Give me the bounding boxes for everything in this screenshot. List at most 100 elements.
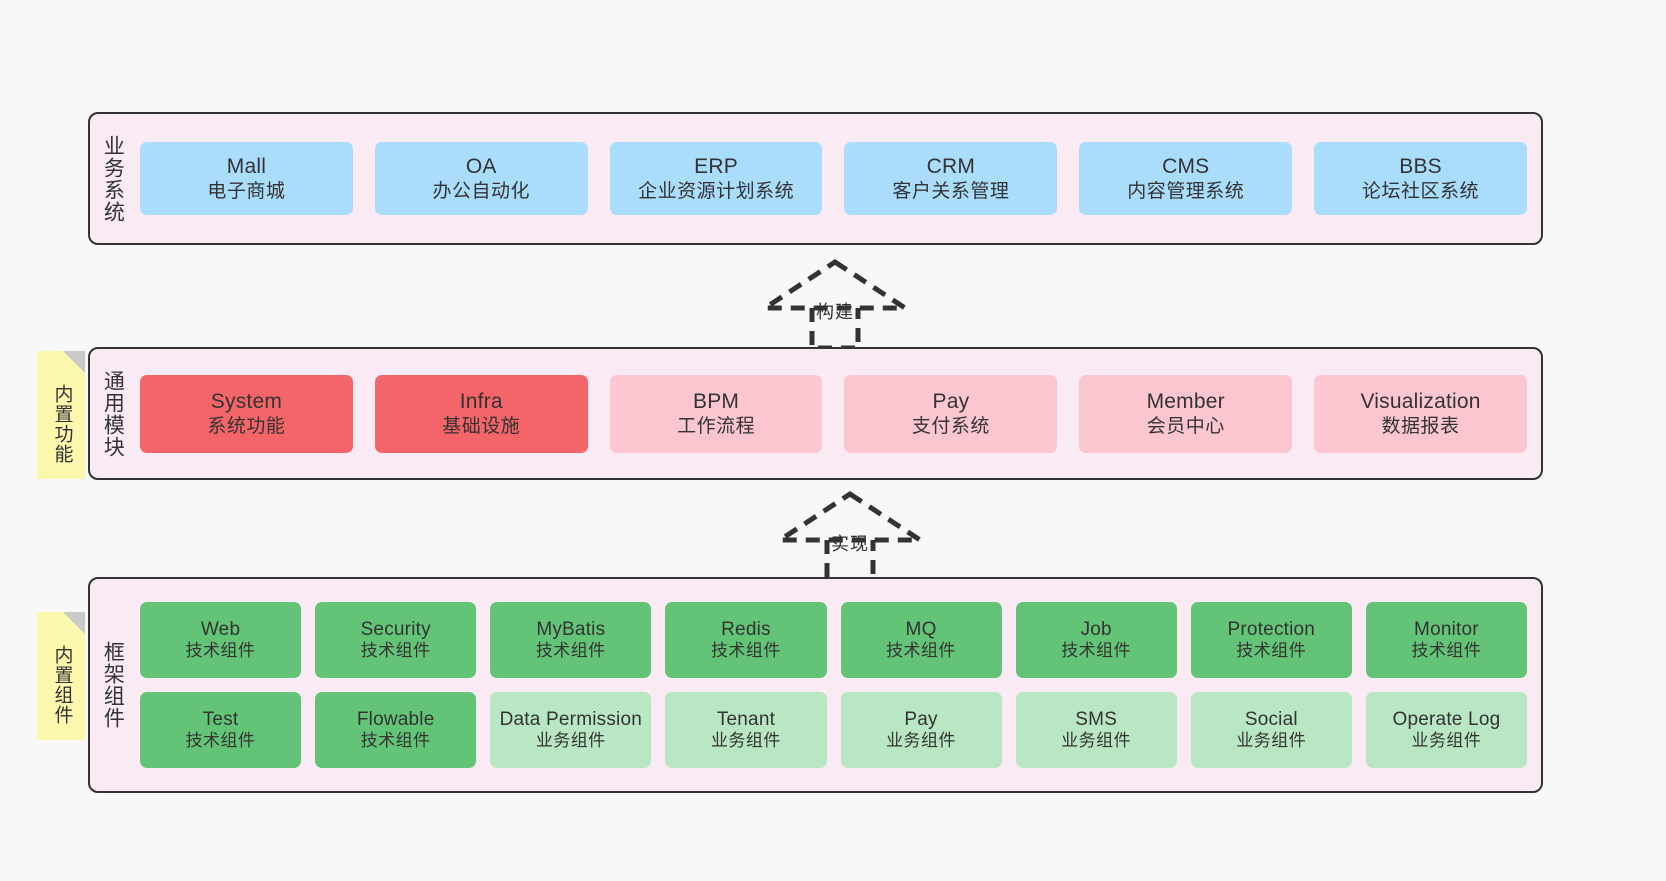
node-visualization[interactable]: Visualization 数据报表	[1314, 374, 1527, 453]
connector-build: 构建	[755, 258, 915, 352]
generalization-arrow-icon	[756, 259, 914, 351]
node-pay-module-cn: 支付系统	[911, 415, 990, 437]
node-crm[interactable]: CRM 客户关系管理	[844, 142, 1058, 215]
node-infra[interactable]: Infra 基础设施	[374, 374, 588, 453]
connector-realize: 实现	[770, 490, 930, 584]
node-web[interactable]: Web 技术组件	[140, 602, 302, 678]
layer-framework-body: Web 技术组件 Security 技术组件 MyBatis 技术组件 Redi…	[134, 579, 1541, 791]
node-system-en: System	[210, 390, 283, 414]
node-crm-cn: 客户关系管理	[892, 180, 1010, 202]
node-mq-en: MQ	[905, 619, 937, 641]
node-social-cn: 业务组件	[1236, 731, 1307, 751]
node-pay-module[interactable]: Pay 支付系统	[844, 374, 1058, 453]
note-builtin-components: 内置组件	[37, 612, 85, 740]
node-oa-en: OA	[465, 155, 497, 179]
node-data-permission-cn: 业务组件	[535, 731, 606, 751]
node-tenant-en: Tenant	[716, 709, 776, 731]
node-tenant-cn: 业务组件	[710, 731, 781, 751]
node-pay-component-en: Pay	[904, 709, 938, 731]
node-monitor[interactable]: Monitor 技术组件	[1365, 602, 1527, 678]
node-mall-en: Mall	[226, 155, 267, 179]
framework-tech-row: Web 技术组件 Security 技术组件 MyBatis 技术组件 Redi…	[140, 602, 1527, 678]
node-test-cn: 技术组件	[185, 731, 256, 751]
node-mq-cn: 技术组件	[886, 641, 957, 661]
node-flowable-en: Flowable	[356, 709, 435, 731]
node-redis[interactable]: Redis 技术组件	[665, 602, 827, 678]
node-redis-en: Redis	[721, 619, 771, 641]
node-protection[interactable]: Protection 技术组件	[1190, 602, 1352, 678]
node-sms-en: SMS	[1075, 709, 1118, 731]
business-node-row: Mall 电子商城 OA 办公自动化 ERP 企业资源计划系统 CRM 客户关系…	[140, 142, 1527, 215]
layer-business-systems: 业务系统 Mall 电子商城 OA 办公自动化 ERP 企业资源计划系统 CRM…	[88, 112, 1543, 245]
note-builtin-functions-label: 内置功能	[51, 384, 73, 464]
node-erp-en: ERP	[694, 155, 738, 179]
node-protection-cn: 技术组件	[1236, 641, 1307, 661]
node-job-cn: 技术组件	[1061, 641, 1132, 661]
node-mall[interactable]: Mall 电子商城	[140, 142, 353, 215]
node-mybatis[interactable]: MyBatis 技术组件	[490, 602, 652, 678]
layer-module-title: 通用模块	[101, 369, 125, 458]
framework-biz-row: Test 技术组件 Flowable 技术组件 Data Permission …	[140, 692, 1527, 768]
node-flowable[interactable]: Flowable 技术组件	[315, 692, 477, 768]
node-infra-en: Infra	[459, 390, 503, 414]
node-bpm-cn: 工作流程	[677, 415, 756, 437]
node-oa[interactable]: OA 办公自动化	[374, 142, 588, 215]
node-oa-cn: 办公自动化	[432, 180, 530, 202]
layer-module-body: System 系统功能 Infra 基础设施 BPM 工作流程 Pay 支付系统…	[134, 349, 1541, 478]
node-security[interactable]: Security 技术组件	[315, 602, 477, 678]
node-data-permission-en: Data Permission	[499, 709, 642, 731]
note-builtin-functions: 内置功能	[37, 351, 85, 479]
node-bbs-cn: 论坛社区系统	[1362, 180, 1480, 202]
node-social[interactable]: Social 业务组件	[1190, 692, 1352, 768]
node-crm-en: CRM	[926, 155, 976, 179]
module-node-row: System 系统功能 Infra 基础设施 BPM 工作流程 Pay 支付系统…	[140, 374, 1527, 453]
node-security-en: Security	[360, 619, 431, 641]
node-redis-cn: 技术组件	[710, 641, 781, 661]
node-cms-en: CMS	[1162, 155, 1210, 179]
layer-framework-title: 框架组件	[101, 641, 125, 729]
node-sms-cn: 业务组件	[1061, 731, 1132, 751]
node-system-cn: 系统功能	[207, 415, 286, 437]
node-member[interactable]: Member 会员中心	[1079, 374, 1293, 453]
node-tenant[interactable]: Tenant 业务组件	[665, 692, 827, 768]
node-member-en: Member	[1146, 390, 1225, 414]
node-sms[interactable]: SMS 业务组件	[1015, 692, 1177, 768]
layer-business-body: Mall 电子商城 OA 办公自动化 ERP 企业资源计划系统 CRM 客户关系…	[134, 114, 1541, 243]
node-cms[interactable]: CMS 内容管理系统	[1079, 142, 1293, 215]
node-test[interactable]: Test 技术组件	[140, 692, 302, 768]
node-operate-log-en: Operate Log	[1392, 709, 1501, 731]
node-test-en: Test	[202, 709, 239, 731]
node-mybatis-en: MyBatis	[536, 619, 606, 641]
node-monitor-en: Monitor	[1414, 619, 1479, 641]
node-cms-cn: 内容管理系统	[1127, 180, 1245, 202]
node-operate-log-cn: 业务组件	[1411, 731, 1482, 751]
node-protection-en: Protection	[1227, 619, 1316, 641]
node-bpm[interactable]: BPM 工作流程	[609, 374, 823, 453]
node-operate-log[interactable]: Operate Log 业务组件	[1365, 692, 1527, 768]
node-data-permission[interactable]: Data Permission 业务组件	[490, 692, 652, 768]
node-job[interactable]: Job 技术组件	[1015, 602, 1177, 678]
node-system[interactable]: System 系统功能	[140, 374, 353, 453]
node-pay-component-cn: 业务组件	[886, 731, 957, 751]
generalization-arrow-icon	[771, 491, 929, 583]
layer-framework-components: 框架组件 Web 技术组件 Security 技术组件 MyBatis 技术组件…	[88, 577, 1543, 793]
node-pay-component[interactable]: Pay 业务组件	[840, 692, 1002, 768]
node-mall-cn: 电子商城	[207, 180, 286, 202]
node-visualization-en: Visualization	[1360, 390, 1481, 414]
layer-common-modules: 通用模块 System 系统功能 Infra 基础设施 BPM 工作流程 Pay…	[88, 347, 1543, 480]
node-erp[interactable]: ERP 企业资源计划系统	[609, 142, 823, 215]
node-web-cn: 技术组件	[185, 641, 256, 661]
node-social-en: Social	[1244, 709, 1298, 731]
node-visualization-cn: 数据报表	[1381, 415, 1460, 437]
node-web-en: Web	[200, 619, 241, 641]
node-bpm-en: BPM	[693, 390, 740, 414]
node-bbs-en: BBS	[1399, 155, 1442, 179]
note-builtin-components-label: 内置组件	[51, 645, 73, 725]
node-bbs[interactable]: BBS 论坛社区系统	[1314, 142, 1527, 215]
node-flowable-cn: 技术组件	[360, 731, 431, 751]
node-mybatis-cn: 技术组件	[535, 641, 606, 661]
node-monitor-cn: 技术组件	[1411, 641, 1482, 661]
node-member-cn: 会员中心	[1146, 415, 1225, 437]
node-pay-module-en: Pay	[932, 390, 970, 414]
node-mq[interactable]: MQ 技术组件	[840, 602, 1002, 678]
